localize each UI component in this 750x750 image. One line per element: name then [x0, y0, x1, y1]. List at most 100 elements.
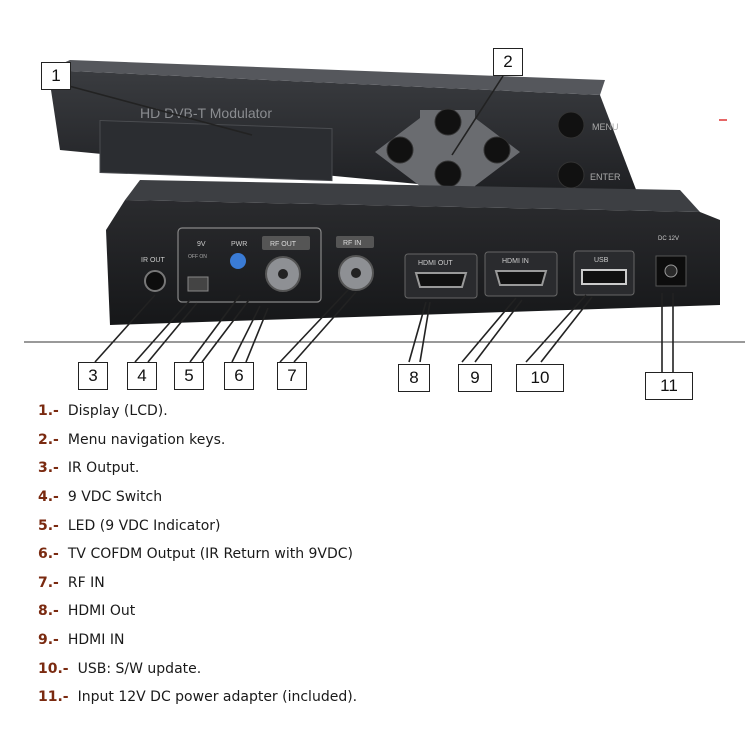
leader-line-5a — [189, 294, 241, 363]
legend-item: 9.- HDMI IN — [38, 626, 738, 655]
leader-line-9a — [461, 297, 517, 363]
legend-item: 4.- 9 VDC Switch — [38, 483, 738, 512]
legend-number: 2.- — [38, 431, 59, 448]
leader-line-10b — [540, 296, 593, 363]
ir-out-label: IR OUT — [141, 257, 165, 264]
callout-8: 8 — [398, 364, 430, 392]
pwr-led — [230, 253, 246, 269]
legend-list: 1.- Display (LCD). 2.-Menu navigation key… — [38, 397, 738, 712]
legend-item: 2.-Menu navigation keys. — [38, 426, 738, 455]
enter-button[interactable] — [557, 161, 585, 189]
hdmi-out-port — [414, 272, 468, 288]
legend-item: 3.- IR Output. — [38, 454, 738, 483]
callout-7: 7 — [277, 362, 307, 390]
nav-right-button[interactable] — [483, 136, 511, 164]
callout-6: 6 — [224, 362, 254, 390]
9v-label: 9V — [197, 241, 206, 248]
legend-number: 10.- — [38, 660, 69, 677]
legend-text: RF IN — [67, 574, 105, 591]
leader-line-8a — [408, 301, 427, 363]
callout-2: 2 — [493, 48, 523, 76]
leader-line-7b — [293, 291, 357, 363]
enter-label: ENTER — [590, 172, 621, 182]
legend-number: 7.- — [38, 574, 59, 591]
legend-item: 6.- TV COFDM Output (IR Return with 9VDC) — [38, 540, 738, 569]
menu-button[interactable] — [557, 111, 585, 139]
nav-down-button[interactable] — [434, 160, 462, 188]
legend-number: 3.- — [38, 460, 59, 477]
rf-in-label: RF IN — [343, 240, 361, 247]
legend-text: HDMI Out — [67, 603, 136, 620]
rf-in-badge — [336, 236, 374, 248]
legend-item: 11.- Input 12V DC power adapter (included… — [38, 683, 738, 712]
dc-jack — [664, 264, 678, 278]
leader-line-7a — [279, 289, 349, 363]
rf-in-pin — [351, 268, 361, 278]
callout-1: 1 — [41, 62, 71, 90]
ir-out-jack — [144, 270, 166, 292]
legend-item: 8.- HDMI Out — [38, 597, 738, 626]
pwr-label: PWR — [231, 241, 247, 248]
legend-text: 9 VDC Switch — [67, 489, 163, 506]
usb-label: USB — [594, 257, 609, 264]
leader-line-9b — [474, 299, 523, 363]
leader-line-5b — [201, 299, 250, 363]
off-on-label: OFF ON — [188, 254, 207, 260]
legend-text: Display (LCD). — [67, 403, 168, 420]
legend-number: 11.- — [38, 689, 69, 706]
hdmi-in-label: HDMI IN — [502, 258, 529, 265]
leader-line-6b — [245, 307, 269, 363]
legend-item: 5.- LED (9 VDC Indicator) — [38, 511, 738, 540]
leader-line-6a — [231, 305, 261, 363]
leader-line-4a — [134, 299, 191, 363]
legend-text: IR Output. — [67, 460, 140, 477]
nav-up-button[interactable] — [434, 108, 462, 136]
callout-9: 9 — [458, 364, 492, 392]
rear-unit: IR OUT 9V OFF ON PWR RF OUT RF IN HDMI O… — [106, 180, 720, 325]
rf-out-pin — [278, 269, 288, 279]
callout-4: 4 — [127, 362, 157, 390]
leader-line-3 — [94, 294, 156, 363]
dc12v-label: DC 12V — [658, 236, 679, 242]
leader-line-8b — [419, 301, 431, 363]
legend-item: 10.- USB: S/W update. — [38, 654, 738, 683]
menu-label: MENU — [592, 122, 619, 132]
9v-switch[interactable] — [187, 276, 209, 292]
legend-text: Input 12V DC power adapter (included). — [77, 689, 358, 706]
callout-10: 10 — [516, 364, 564, 392]
rf-out-label: RF OUT — [270, 241, 297, 248]
lcd-display — [99, 119, 333, 182]
legend-item: 7.- RF IN — [38, 569, 738, 598]
legend-item: 1.- Display (LCD). — [38, 397, 738, 426]
legend-text: USB: S/W update. — [77, 660, 202, 677]
leader-line-10a — [525, 294, 587, 363]
nav-left-button[interactable] — [386, 136, 414, 164]
callout-3: 3 — [78, 362, 108, 390]
rear-unit-top — [125, 180, 700, 212]
front-unit: HD DVB-T Modulator MENU ENTER — [48, 60, 640, 205]
nav-pad — [375, 110, 520, 194]
device-diagram: HD DVB-T Modulator MENU ENTER IR OUT 9V … — [24, 48, 745, 400]
leader-line-4b — [147, 302, 198, 363]
legend-number: 9.- — [38, 632, 59, 649]
legend-number: 5.- — [38, 517, 59, 534]
front-title: HD DVB-T Modulator — [140, 105, 272, 121]
leader-lines — [53, 75, 674, 372]
callout-5: 5 — [174, 362, 204, 390]
hdmi-out-label: HDMI OUT — [418, 260, 453, 267]
device-illustration: HD DVB-T Modulator MENU ENTER IR OUT 9V … — [24, 60, 745, 372]
legend-number: 6.- — [38, 546, 59, 563]
legend-text: TV COFDM Output (IR Return with 9VDC) — [67, 546, 354, 563]
legend-number: 1.- — [38, 403, 59, 420]
usb-port — [581, 269, 627, 285]
legend-text: LED (9 VDC Indicator) — [67, 517, 221, 534]
hdmi-in-port — [494, 270, 548, 286]
leader-line-1 — [53, 81, 253, 136]
legend-text: HDMI IN — [67, 632, 125, 649]
rear-port-group-frame — [177, 227, 322, 303]
front-unit-top — [48, 60, 605, 95]
callout-11: 11 — [645, 372, 693, 400]
leader-line-2 — [451, 75, 504, 156]
legend-number: 8.- — [38, 603, 59, 620]
legend-number: 4.- — [38, 489, 59, 506]
